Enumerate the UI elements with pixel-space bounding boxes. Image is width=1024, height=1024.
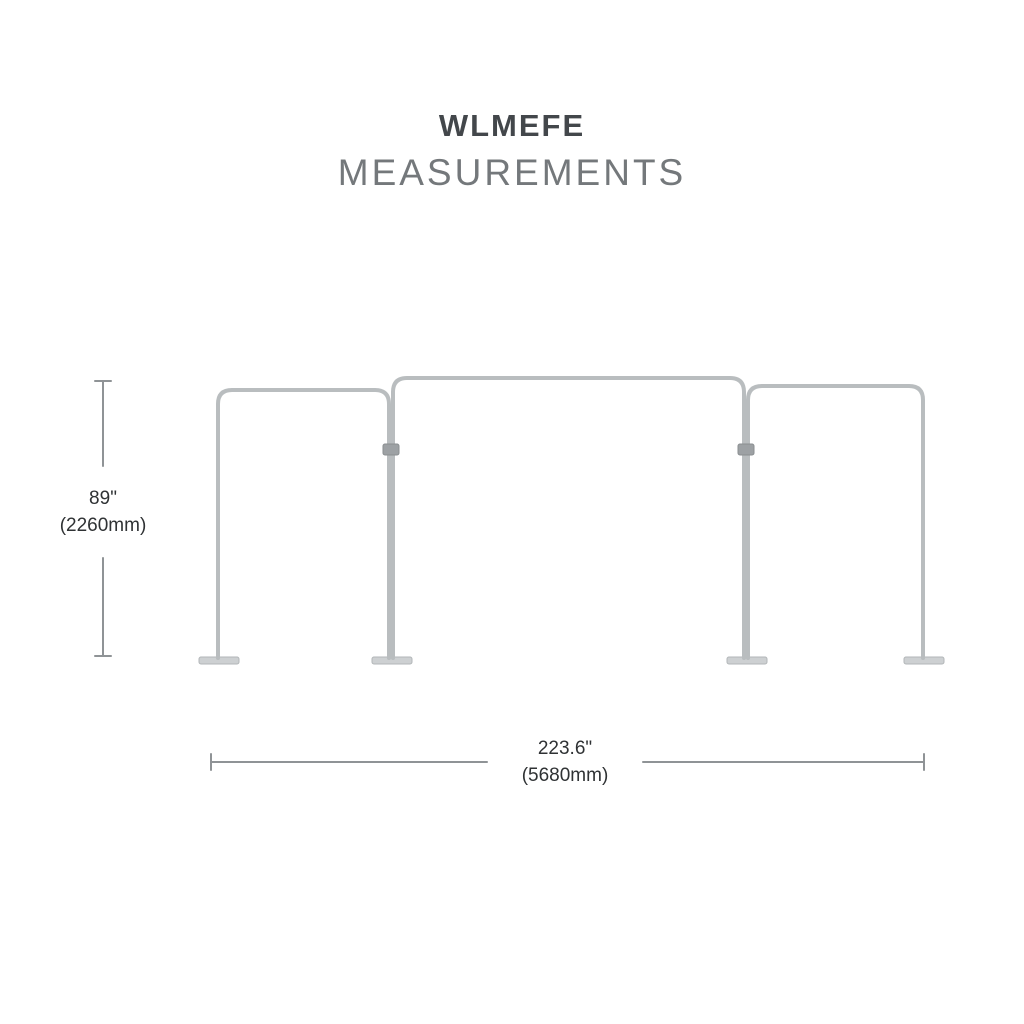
width-metric: (5680mm) xyxy=(521,765,609,786)
connector-clip-right xyxy=(737,443,755,456)
foot-bases xyxy=(198,656,945,665)
measurements-subtitle: MEASUREMENTS xyxy=(337,152,687,193)
center-panel-frame xyxy=(391,376,746,660)
left-panel-frame xyxy=(216,388,391,660)
width-dimension-line xyxy=(210,753,925,771)
connector-clip-left xyxy=(382,443,400,456)
connector-clips xyxy=(382,443,755,456)
title-block: WLMEFE MEASUREMENTS xyxy=(0,108,1024,194)
width-dimension-label: 223.6" (5680mm) xyxy=(521,735,609,789)
height-value: 89" xyxy=(89,488,117,509)
right-panel-frame xyxy=(746,384,925,660)
height-dimension-line xyxy=(94,380,112,657)
product-code-title: WLMEFE xyxy=(438,108,586,143)
width-value: 223.6" xyxy=(537,738,593,759)
height-metric: (2260mm) xyxy=(59,515,147,536)
height-dimension-label: 89" (2260mm) xyxy=(59,485,147,539)
